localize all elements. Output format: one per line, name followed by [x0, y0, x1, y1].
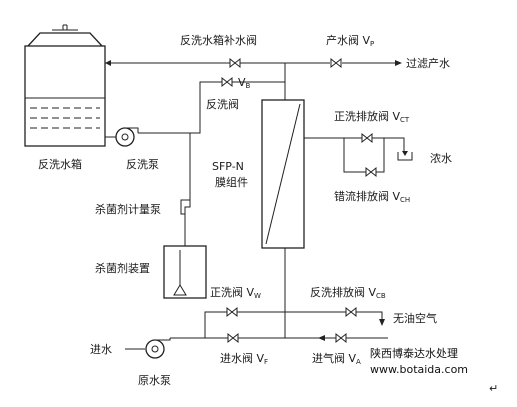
product-valve-icon [330, 57, 342, 69]
label-vb: VB [238, 76, 251, 90]
label-oil-free-air: 无油空气 [393, 311, 437, 325]
membrane-module [261, 99, 305, 249]
concentrate-pipe [304, 137, 366, 173]
backwash-drain-valve-icon [345, 306, 357, 318]
air-valve-icon [335, 332, 347, 344]
makeup-valve-icon [229, 57, 241, 69]
label-backwash-pump: 反洗泵 [126, 158, 159, 171]
label-module-model: SFP-N [212, 160, 244, 173]
backwash-water-tank [24, 24, 106, 147]
label-backwash-valve: 反洗阀 [206, 97, 239, 111]
label-dosing-pump: 杀菌剂计量泵 [95, 202, 161, 216]
label-module-name: 膜组件 [215, 175, 248, 189]
forward-drain-valve-icon [361, 132, 373, 144]
backwash-valve-icon [221, 76, 233, 88]
label-product-valve: 产水阀 VP [326, 33, 374, 48]
watermark-company: 陕西博泰达水处理 [370, 346, 458, 360]
label-backwash-makeup-valve: 反洗水箱补水阀 [180, 33, 257, 47]
crossflow-drain-valve-icon [365, 166, 377, 178]
label-inlet-valve: 进水阀 VF [220, 351, 268, 366]
forward-wash-valve-icon [226, 306, 238, 318]
label-crossflow-valve: 错流排放阀 VCH [334, 189, 410, 204]
watermark: 陕西博泰达水处理 www.botaida.com [367, 343, 471, 377]
label-sterilizer-device: 杀菌剂装置 [95, 261, 150, 275]
label-backwash-drain-valve: 反洗排放阀 VCB [310, 285, 386, 300]
backwash-discharge-pipe [138, 81, 222, 134]
forward-wash-pipe [204, 311, 227, 338]
inlet-valve-icon [227, 332, 239, 344]
return-mark: ↵ [489, 382, 498, 395]
dosing-pump-icon [180, 199, 191, 215]
label-filtered-water: 过滤产水 [406, 56, 450, 70]
label-forward-wash-valve: 正洗阀 VW [210, 285, 261, 300]
label-forward-drain-valve: 正洗排放阀 VCT [334, 109, 410, 124]
label-concentrate: 浓水 [430, 152, 452, 165]
sterilizer-tank [163, 245, 207, 299]
backwash-pump-icon [115, 127, 139, 147]
raw-water-pump-icon [145, 338, 171, 359]
watermark-url: www.botaida.com [370, 363, 468, 376]
label-raw-water-pump: 原水泵 [138, 374, 171, 387]
makeup-flow-arrow [105, 60, 111, 66]
label-water-inlet: 进水 [90, 343, 112, 356]
product-flow-arrow [395, 60, 402, 66]
air-flow-arrow [318, 335, 325, 341]
label-backwash-tank: 反洗水箱 [38, 157, 82, 171]
concentrate-drain-icon [397, 151, 413, 161]
label-air-valve: 进气阀 VA [312, 351, 361, 366]
